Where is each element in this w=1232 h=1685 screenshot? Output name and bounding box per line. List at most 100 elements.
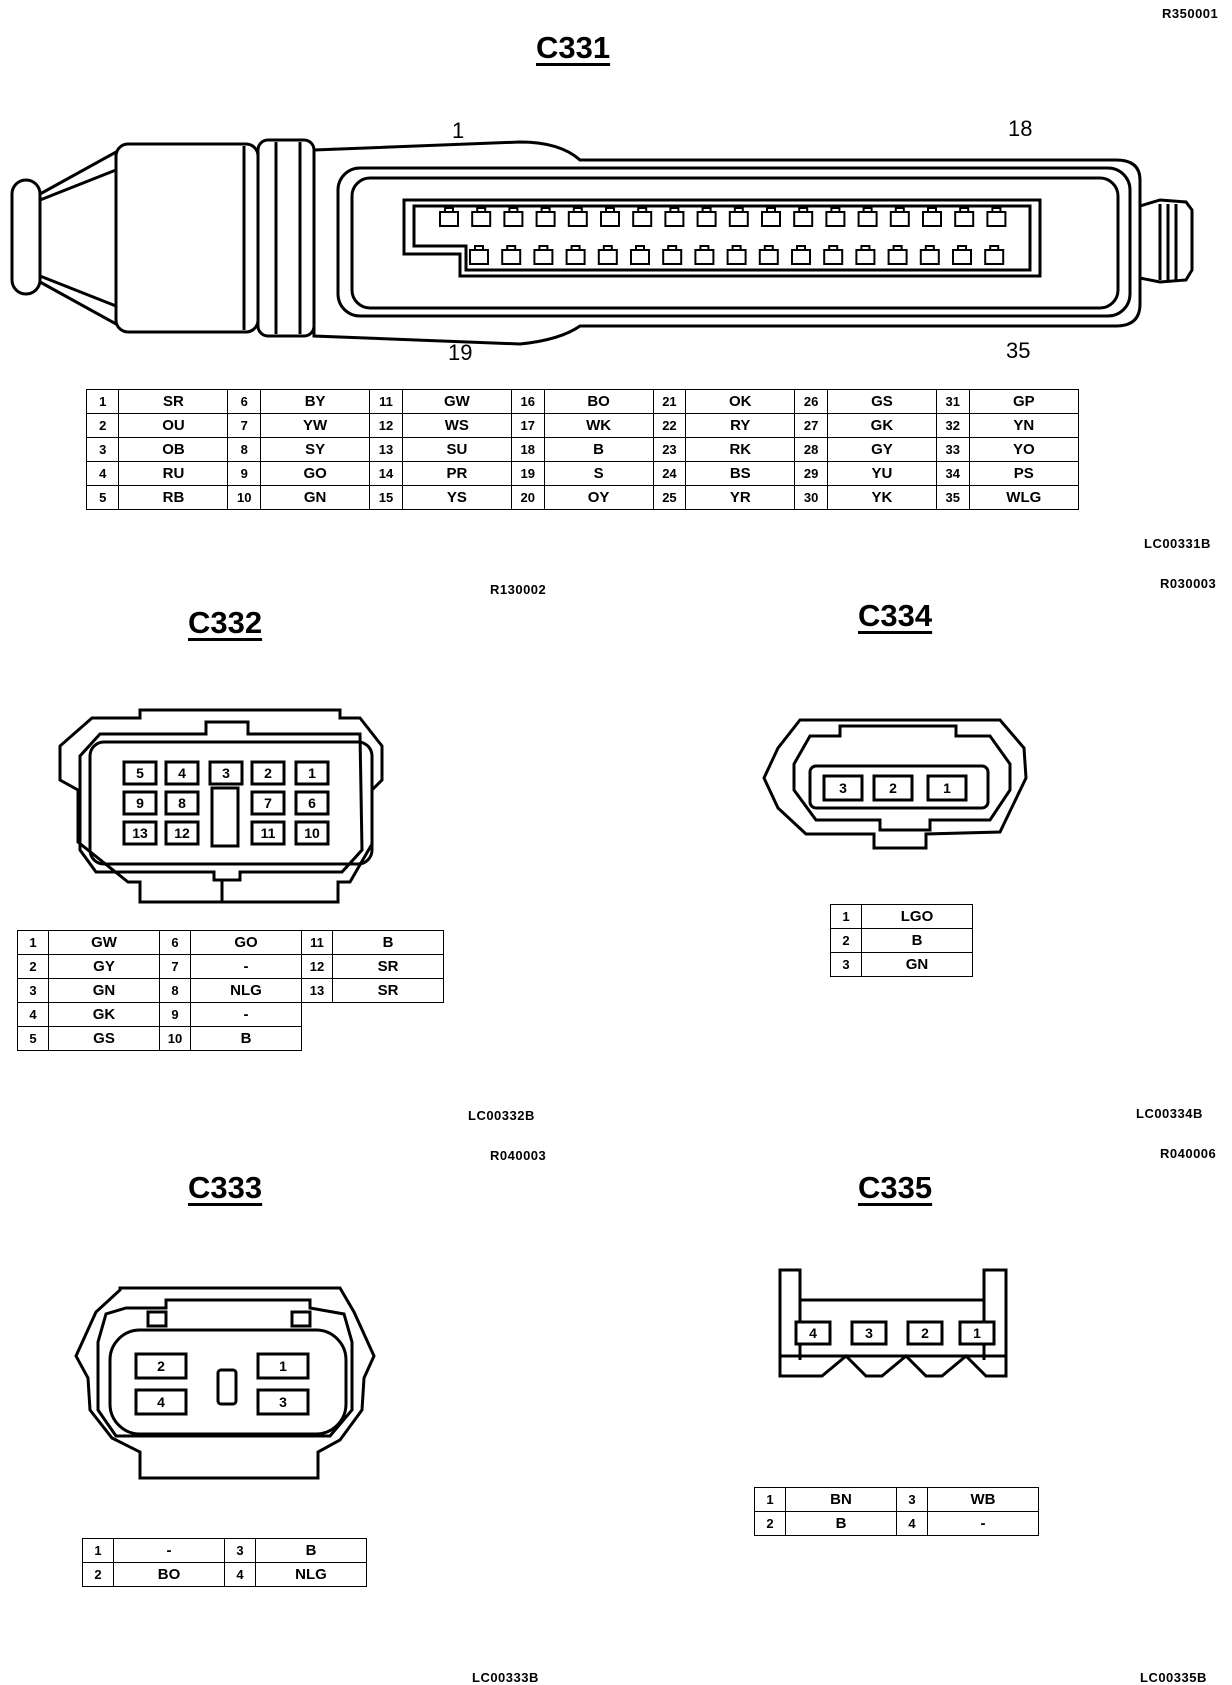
- wire-color-cell: WK: [543, 413, 654, 438]
- c331-socket: [984, 245, 1005, 265]
- pin-number-cell: 17: [510, 413, 545, 438]
- c333-pin-4: 4: [134, 1388, 188, 1416]
- c332-pin-6: 6: [294, 790, 330, 816]
- wire-color-cell: OU: [118, 413, 229, 438]
- c331-ref-top: R350001: [1162, 6, 1219, 21]
- pin-number-cell: 31: [935, 389, 970, 414]
- wire-color-cell: GP: [968, 389, 1080, 414]
- c332-pin-8: 8: [164, 790, 200, 816]
- c333-pin-3: 3: [256, 1388, 310, 1416]
- svg-text:13: 13: [132, 825, 148, 841]
- pin-number-cell: 19: [510, 461, 545, 486]
- c331-socket: [791, 245, 811, 265]
- wire-color-cell: B: [543, 437, 654, 462]
- wire-color-cell: YR: [685, 485, 796, 510]
- c332-pin-10: 10: [294, 820, 330, 846]
- svg-text:1: 1: [973, 1325, 981, 1341]
- wire-color-cell: WLG: [968, 485, 1080, 510]
- pin-number-cell: 4: [17, 1002, 49, 1027]
- pin-number-cell: 1: [85, 389, 120, 414]
- c335-pin-1: 1: [958, 1320, 996, 1346]
- pin-number-cell: 4: [85, 461, 120, 486]
- wire-color-cell: OY: [543, 485, 654, 510]
- c331-socket: [986, 207, 1007, 227]
- c331-label-pin-19: 19: [448, 340, 473, 365]
- c334-ref-bottom: LC00334B: [1136, 1106, 1203, 1121]
- svg-text:2: 2: [157, 1358, 165, 1374]
- c331-label-pin-1: 1: [452, 118, 465, 143]
- c331-socket: [632, 207, 653, 227]
- c331-title: C331: [536, 30, 611, 65]
- pin-number-cell: 1: [82, 1538, 114, 1563]
- wire-color-cell: RB: [118, 485, 229, 510]
- svg-text:6: 6: [308, 795, 316, 811]
- pin-number-cell: 34: [935, 461, 970, 486]
- c331-label-pin-18: 18: [1008, 116, 1033, 141]
- wire-color-cell: RU: [118, 461, 229, 486]
- svg-text:3: 3: [222, 765, 230, 781]
- c331-label-pin-35: 35: [1006, 338, 1031, 363]
- c331-socket: [565, 245, 586, 265]
- c333-title: C333: [188, 1170, 263, 1205]
- c332-pin-1: 1: [294, 760, 330, 786]
- c334-pin-1: 1: [926, 774, 968, 802]
- svg-text:4: 4: [809, 1325, 817, 1341]
- c332-pin-3: 3: [208, 760, 244, 786]
- wire-color-cell: B: [190, 1026, 302, 1051]
- wire-color-cell: GK: [826, 413, 937, 438]
- c331-socket: [662, 245, 683, 265]
- wire-color-cell: YS: [401, 485, 512, 510]
- pin-number-cell: 12: [301, 954, 333, 979]
- c333-pin-1: 1: [256, 1352, 310, 1380]
- c331-socket: [696, 207, 717, 227]
- pin-number-cell: 18: [510, 437, 545, 462]
- svg-text:8: 8: [178, 795, 186, 811]
- svg-text:1: 1: [943, 780, 951, 796]
- wire-color-cell: S: [543, 461, 654, 486]
- c331-socket: [630, 245, 650, 265]
- c332-pin-5: 5: [122, 760, 158, 786]
- c331-socket: [728, 207, 749, 227]
- c335-ref-bottom: LC00335B: [1140, 1670, 1207, 1685]
- pin-number-cell: 3: [85, 437, 120, 462]
- c331-socket: [954, 207, 975, 227]
- svg-text:2: 2: [264, 765, 272, 781]
- c332-pin-2: 2: [250, 760, 286, 786]
- pin-number-cell: 10: [159, 1026, 191, 1051]
- wire-color-cell: B: [785, 1511, 897, 1536]
- pin-number-cell: 14: [369, 461, 403, 486]
- svg-text:7: 7: [264, 795, 272, 811]
- c331-socket: [694, 245, 715, 265]
- svg-text:5: 5: [136, 765, 144, 781]
- pin-number-cell: 30: [794, 485, 828, 510]
- c331-socket: [889, 207, 910, 227]
- c334-pin-3: 3: [822, 774, 864, 802]
- pin-number-cell: 1: [754, 1487, 786, 1512]
- c331-socket: [919, 245, 940, 265]
- svg-text:4: 4: [157, 1394, 165, 1410]
- c335-ref-top: R040006: [1160, 1146, 1217, 1161]
- c332-pin-4: 4: [164, 760, 200, 786]
- svg-text:4: 4: [178, 765, 186, 781]
- wire-color-cell: GY: [826, 437, 937, 462]
- c335-pin-2: 2: [906, 1320, 944, 1346]
- pin-number-cell: 12: [369, 413, 403, 438]
- svg-text:3: 3: [839, 780, 847, 796]
- c332-ref-bottom: LC00332B: [468, 1108, 535, 1123]
- wire-color-cell: NLG: [255, 1562, 367, 1587]
- c331-socket: [887, 245, 908, 265]
